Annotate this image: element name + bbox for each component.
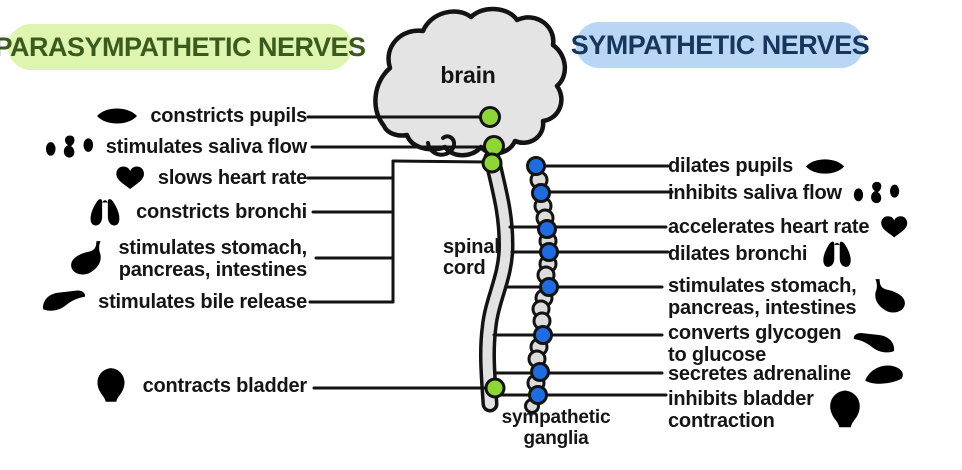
spinal-cord-illustration	[478, 149, 515, 413]
stomach-icon	[70, 241, 101, 275]
sympathetic-ganglia-chain-illustration	[524, 156, 559, 414]
liver-icon	[854, 333, 895, 353]
lungs-icon	[90, 199, 120, 226]
parasym-row-bile: stimulates bile release	[40, 288, 307, 316]
sympathetic-node	[533, 325, 553, 345]
effect-label: stimulates saliva flow	[105, 135, 307, 158]
brain-label: brain	[440, 62, 496, 88]
sym-row-pupils: dilates pupils	[668, 152, 847, 180]
connector-lines	[306, 115, 674, 397]
effect-label: slows heart rate	[157, 166, 307, 189]
parasympathetic-node	[484, 377, 506, 399]
parasym-row-heart: slows heart rate	[114, 164, 307, 192]
sympathetic-node	[531, 183, 551, 203]
bladder-icon	[829, 390, 860, 428]
liver-icon	[43, 290, 86, 311]
parasympathetic-node	[483, 135, 505, 157]
sympathetic-node	[537, 219, 557, 239]
effect-label: dilates pupils	[668, 154, 794, 177]
sympathetic-node	[526, 156, 546, 176]
effect-label: constricts pupils	[150, 104, 307, 127]
salivary-glands-icon	[45, 135, 93, 158]
sympathetic-node	[539, 242, 559, 262]
spinal-cord-label-line2: cord	[443, 257, 486, 279]
stomach-icon	[874, 279, 905, 313]
sym-row-glycogen: converts glycogen to glucose	[668, 322, 897, 366]
parasympathetic-node	[479, 106, 501, 128]
sym-row-adrenaline: secretes adrenaline	[668, 360, 907, 388]
salivary-glands-icon	[853, 181, 900, 204]
adrenal-gland-icon	[865, 364, 903, 384]
sym-row-saliva: inhibits saliva flow	[668, 179, 902, 207]
sympathetic-node	[528, 385, 548, 405]
effect-label: secretes adrenaline	[668, 362, 851, 385]
effect-label: inhibits saliva flow	[668, 181, 842, 204]
spinal-cord-label-line1: spinal	[443, 236, 500, 258]
spinal-cord-label: spinal cord	[443, 237, 500, 279]
sym-row-stomach: stimulates stomach, pancreas, intestines	[668, 275, 909, 319]
sympathetic-ganglia-label: sympathetic ganglia	[496, 407, 616, 449]
parasym-row-bronchi: constricts bronchi	[84, 195, 307, 229]
parasympathetic-nodes	[479, 106, 506, 399]
ganglia-label-line1: sympathetic	[501, 407, 611, 428]
bladder-icon	[97, 368, 125, 402]
sym-row-bronchi: dilates bronchi	[668, 238, 857, 270]
parasympathetic-header-badge: PARASYMPATHETIC NERVES	[0, 24, 366, 70]
effect-label: stimulates stomach, pancreas, intestines	[668, 275, 857, 319]
parasympathetic-node	[481, 152, 503, 174]
effect-label: stimulates bile release	[98, 290, 307, 313]
parasym-row-stomach: stimulates stomach, pancreas, intestines	[67, 236, 308, 282]
eye-icon	[805, 158, 845, 174]
parasym-row-saliva: stimulates saliva flow	[44, 133, 307, 161]
sympathetic-node	[539, 277, 559, 297]
lungs-icon	[823, 241, 851, 267]
sympathetic-node	[530, 362, 550, 382]
effect-label: accelerates heart rate	[668, 215, 870, 238]
effect-label: converts glycogen to glucose	[668, 322, 842, 366]
effect-label: dilates bronchi	[668, 242, 808, 265]
effect-label: constricts bronchi	[136, 200, 307, 223]
sympathetic-header-badge: SYMPATHETIC NERVES	[571, 22, 870, 68]
eye-icon	[97, 108, 138, 124]
parasym-row-bladder: contracts bladder	[89, 366, 307, 406]
effect-label: stimulates stomach, pancreas, intestines	[118, 237, 308, 281]
effect-label: inhibits bladder contraction	[668, 388, 814, 432]
sym-row-heart: accelerates heart rate	[668, 213, 911, 241]
effect-label: contracts bladder	[142, 374, 308, 397]
heart-icon	[881, 216, 908, 238]
sym-row-bladder: inhibits bladder contraction	[668, 387, 866, 433]
ganglia-label-line2: ganglia	[523, 428, 589, 449]
parasym-row-pupils: constricts pupils	[94, 102, 307, 130]
connector-line	[391, 159, 489, 164]
heart-icon	[116, 166, 144, 190]
